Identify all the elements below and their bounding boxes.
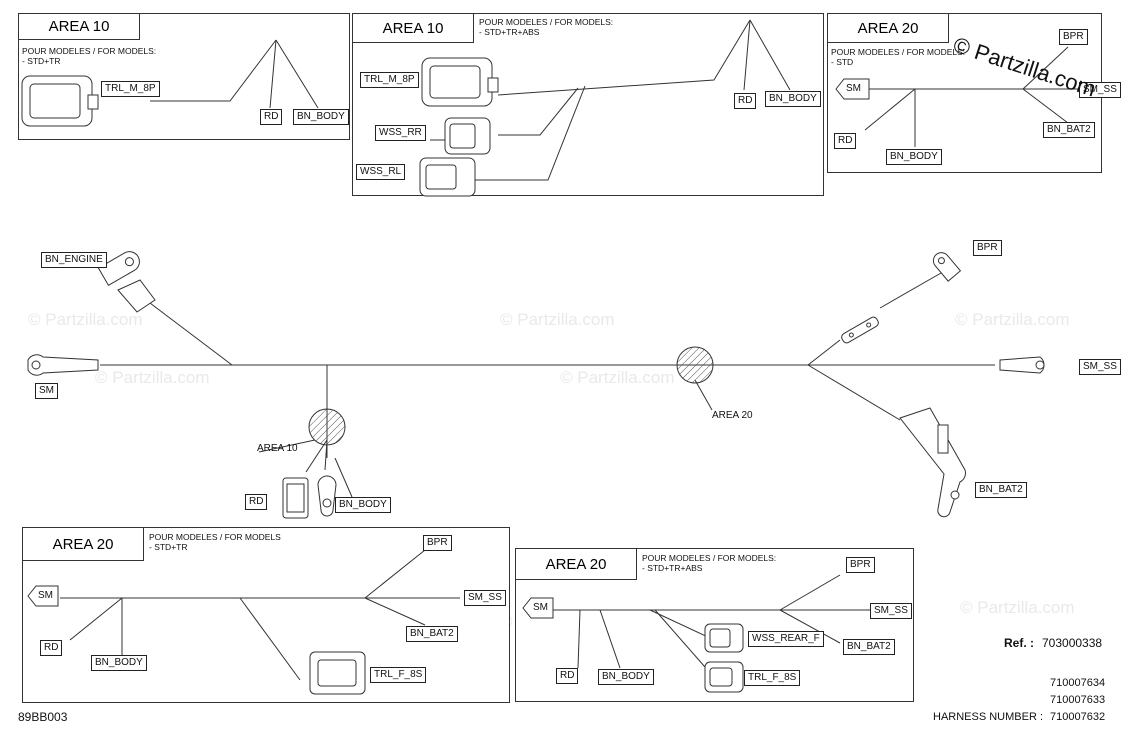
ref-label: Ref. :: [1004, 636, 1034, 650]
label-wss-rear-f: WSS_REAR_F: [748, 631, 824, 647]
label-sm: SM: [38, 590, 53, 601]
drawing-code: 89BB003: [18, 710, 68, 724]
label-sm: SM: [846, 83, 861, 94]
label-trl-m-8p: TRL_M_8P: [360, 72, 419, 88]
label-bpr: BPR: [1059, 29, 1088, 45]
label-wss-rr: WSS_RR: [375, 125, 426, 141]
area-title: AREA 20: [23, 528, 144, 561]
label-sm-ss: SM_SS: [1079, 359, 1121, 375]
label-bn-body: BN_BODY: [91, 655, 147, 671]
label-bn-body: BN_BODY: [335, 497, 391, 513]
label-trl-f-8s: TRL_F_8S: [744, 670, 801, 686]
area-20-std-tr-box: AREA 20 POUR MODELES / FOR MODELS - STD+…: [22, 527, 510, 703]
label-bn-body: BN_BODY: [293, 109, 349, 125]
label-trl-f-8s: TRL_F_8S: [370, 667, 427, 683]
label-rd: RD: [40, 640, 63, 656]
models-note: POUR MODELES / FOR MODELS: - STD: [831, 47, 966, 67]
area-title: AREA 10: [19, 14, 140, 40]
harness-number-2: 710007633: [1050, 694, 1106, 706]
area-title: AREA 20: [516, 549, 637, 580]
label-bn-engine: BN_ENGINE: [41, 252, 107, 268]
label-rd: RD: [734, 93, 757, 109]
models-note: POUR MODELES / FOR MODELS: - STD+TR+ABS: [642, 553, 777, 573]
area-20-std-box: AREA 20 POUR MODELES / FOR MODELS: - STD: [827, 13, 1102, 173]
label-bpr: BPR: [973, 240, 1002, 256]
area-title: AREA 20: [828, 14, 949, 43]
harness-number-1: 710007634: [1050, 677, 1106, 689]
label-area-20: AREA 20: [712, 410, 753, 421]
watermark: © Partzilla.com: [955, 310, 1070, 329]
ref-value: 703000338: [1042, 636, 1103, 650]
label-bn-bat2: BN_BAT2: [1043, 122, 1095, 138]
label-rd: RD: [834, 133, 857, 149]
harness-number-3: 710007632: [1050, 711, 1106, 723]
label-bpr: BPR: [846, 557, 875, 573]
label-area-10: AREA 10: [257, 443, 298, 454]
label-wss-rl: WSS_RL: [356, 164, 406, 180]
label-rd: RD: [260, 109, 283, 125]
label-bn-bat2: BN_BAT2: [406, 626, 458, 642]
models-note: POUR MODELES / FOR MODELS: - STD+TR: [22, 46, 157, 66]
label-bpr: BPR: [423, 535, 452, 551]
label-bn-body: BN_BODY: [765, 91, 821, 107]
models-note: POUR MODELES / FOR MODELS: - STD+TR+ABS: [479, 17, 614, 37]
label-bn-bat2: BN_BAT2: [843, 639, 895, 655]
label-sm-ss: SM_SS: [870, 603, 912, 619]
label-sm: SM: [35, 383, 58, 399]
watermark: © Partzilla.com: [500, 310, 615, 329]
label-rd: RD: [245, 494, 268, 510]
label-sm: SM: [533, 602, 548, 613]
label-sm-ss: SM_SS: [464, 590, 506, 606]
watermark: © Partzilla.com: [960, 598, 1075, 617]
harness-label: HARNESS NUMBER :: [933, 711, 1044, 723]
watermark: © Partzilla.com: [95, 368, 210, 387]
label-bn-body: BN_BODY: [886, 149, 942, 165]
label-rd: RD: [556, 668, 579, 684]
label-bn-bat2: BN_BAT2: [975, 482, 1027, 498]
label-trl-m-8p: TRL_M_8P: [101, 81, 160, 97]
models-note: POUR MODELES / FOR MODELS - STD+TR: [149, 532, 281, 552]
label-bn-body: BN_BODY: [598, 669, 654, 685]
watermark: © Partzilla.com: [28, 310, 143, 329]
area-title: AREA 10: [353, 14, 474, 43]
label-sm-ss: SM_SS: [1079, 82, 1121, 98]
watermark: © Partzilla.com: [560, 368, 675, 387]
